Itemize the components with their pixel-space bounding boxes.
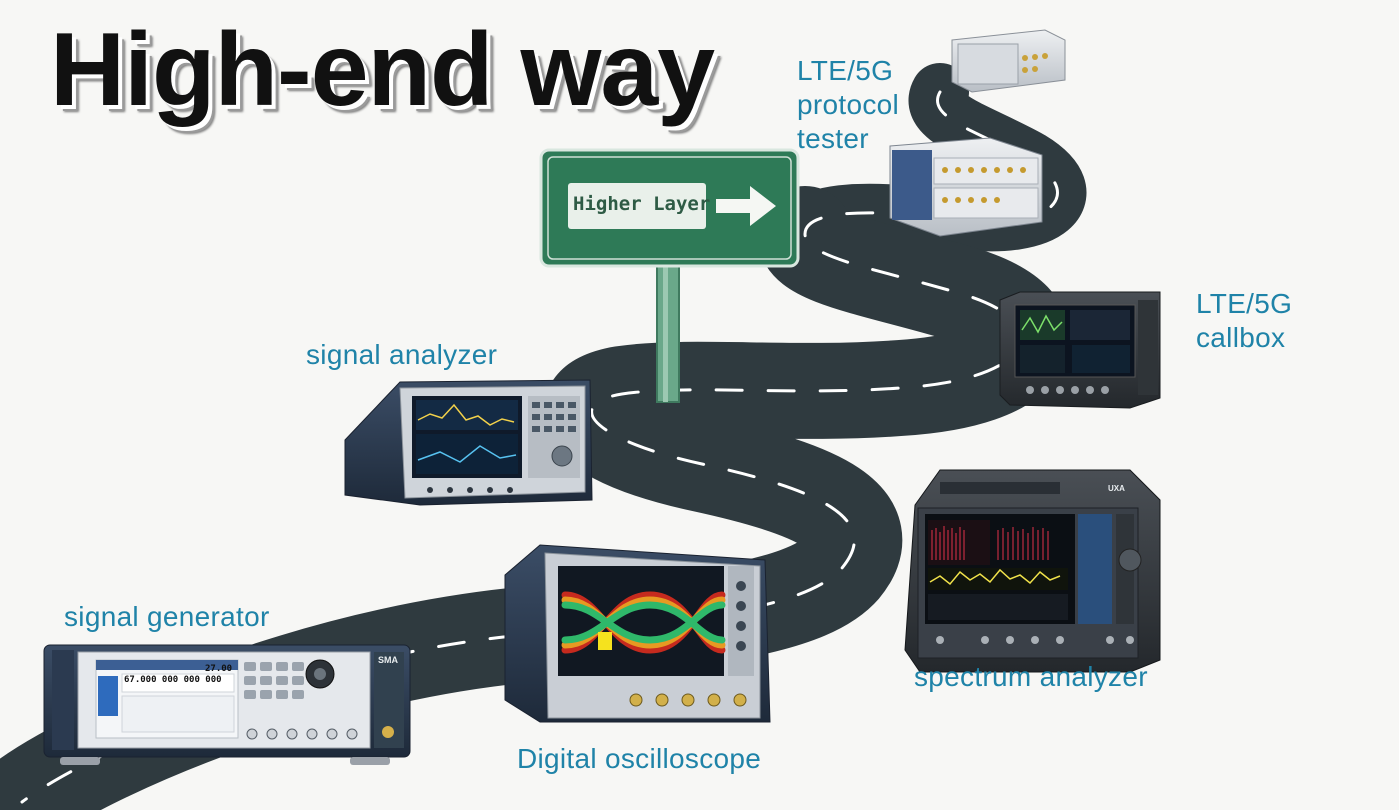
spectrum-analyzer-device	[904, 469, 1161, 673]
generator-frequency-readout: 67.000 000 000 000	[124, 675, 222, 685]
protocol-tester-label-line: protocol	[797, 89, 900, 121]
protocol-tester-device	[889, 137, 1043, 237]
signal-analyzer-device	[344, 379, 593, 506]
protocol-tester-label-line: tester	[797, 123, 869, 155]
page-title: High-end way	[50, 12, 715, 128]
oscilloscope-label: Digital oscilloscope	[517, 743, 762, 774]
protocol-tester-top-device	[951, 29, 1066, 93]
spectrum-brand-label: UXA	[1108, 484, 1125, 493]
oscilloscope-device	[504, 544, 771, 723]
generator-level-readout: 27.00	[205, 664, 233, 674]
spectrum-analyzer-label: spectrum analyzer	[914, 661, 1148, 692]
sign-label-plate	[568, 183, 706, 229]
callbox-label-line: LTE/5G	[1196, 288, 1293, 319]
signal-generator-device	[43, 644, 411, 765]
signal-generator-label: signal generator	[64, 601, 270, 632]
signal-analyzer-label: signal analyzer	[306, 339, 498, 370]
protocol-tester-label-line: LTE/5G	[797, 55, 894, 86]
highway-sign	[539, 148, 800, 403]
protocol-tester-label: LTE/5G protocol tester	[797, 54, 899, 156]
sign-text: Higher Layer	[573, 193, 711, 215]
generator-brand-label: SMA	[378, 655, 398, 665]
callbox-label-line: callbox	[1196, 322, 1286, 354]
right-arrow-icon	[716, 186, 776, 226]
callbox-device	[999, 291, 1161, 409]
callbox-label: LTE/5G callbox	[1196, 287, 1292, 355]
